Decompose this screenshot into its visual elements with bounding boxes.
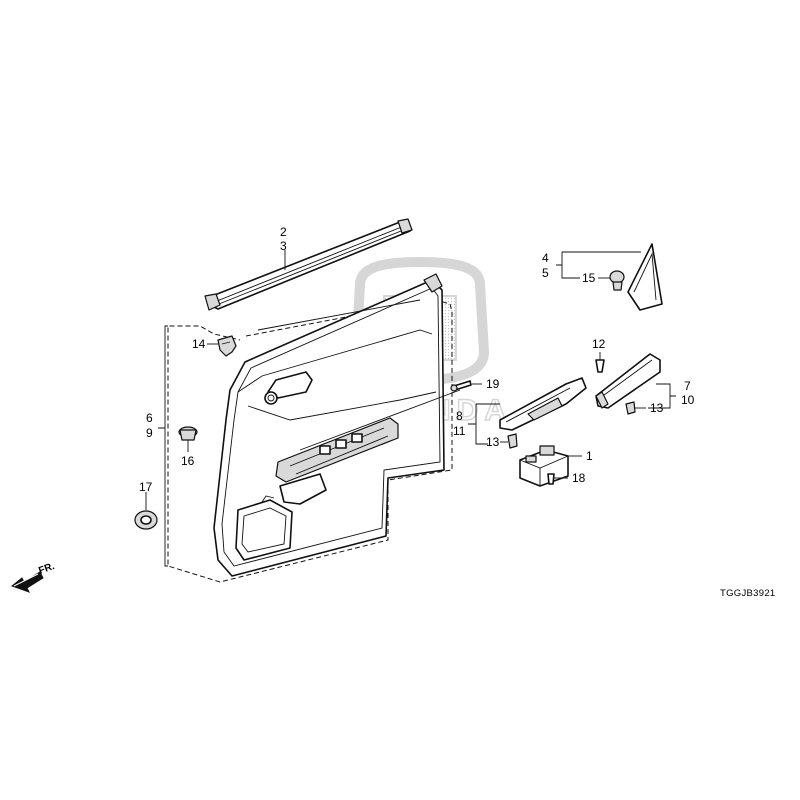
fastener-16-part[interactable] xyxy=(178,426,198,441)
clip-15-part[interactable] xyxy=(609,270,625,291)
callout-15: 15 xyxy=(582,271,596,285)
bracket-7-10 xyxy=(648,383,676,409)
grommet-17-part[interactable] xyxy=(134,510,158,530)
callout-2: 2 xyxy=(280,225,287,239)
forward-arrow-icon xyxy=(10,571,44,593)
corner-garnish-part[interactable] xyxy=(627,243,663,311)
weatherstrip-part[interactable] xyxy=(204,218,413,311)
assembly-outline xyxy=(167,299,453,583)
direction-label: FR. xyxy=(37,561,56,577)
bracket-8-11 xyxy=(468,403,500,445)
callout-17: 17 xyxy=(139,480,153,494)
callout-11: 11 xyxy=(453,424,466,438)
callout-16: 16 xyxy=(181,454,195,468)
door-lining-panel[interactable] xyxy=(213,273,445,577)
callout-10: 10 xyxy=(681,393,695,407)
callout-6: 6 xyxy=(146,411,153,425)
callout-12: 12 xyxy=(592,337,606,351)
callout-13a: 13 xyxy=(486,435,500,449)
screw-19-part[interactable] xyxy=(450,380,472,392)
leader-assembly-line xyxy=(257,299,421,331)
callout-3: 3 xyxy=(280,239,287,253)
callout-13b: 13 xyxy=(650,401,664,415)
callout-8: 8 xyxy=(456,409,463,423)
screw-18-part[interactable] xyxy=(547,473,555,485)
callout-4: 4 xyxy=(542,251,549,265)
callout-14: 14 xyxy=(192,337,206,351)
diagram-code: TGGJB3921 xyxy=(720,588,776,599)
callout-5: 5 xyxy=(542,266,549,280)
bracket-4-5 xyxy=(556,251,641,279)
window-switch-part[interactable] xyxy=(519,445,569,487)
callout-19: 19 xyxy=(486,377,500,391)
callout-18: 18 xyxy=(572,471,586,485)
switch-panel-garnish-part[interactable] xyxy=(499,377,587,431)
armrest-trim-part[interactable] xyxy=(595,353,661,409)
bracket-6-9 xyxy=(158,325,168,567)
clip-13b-part[interactable] xyxy=(625,401,636,415)
callout-9: 9 xyxy=(146,426,153,440)
callout-1: 1 xyxy=(586,449,593,463)
clip-14-part[interactable] xyxy=(217,335,237,357)
leader-19-line xyxy=(299,389,461,451)
callout-7: 7 xyxy=(684,379,691,393)
screw-12-part[interactable] xyxy=(595,359,605,373)
clip-13a-part[interactable] xyxy=(507,433,518,449)
